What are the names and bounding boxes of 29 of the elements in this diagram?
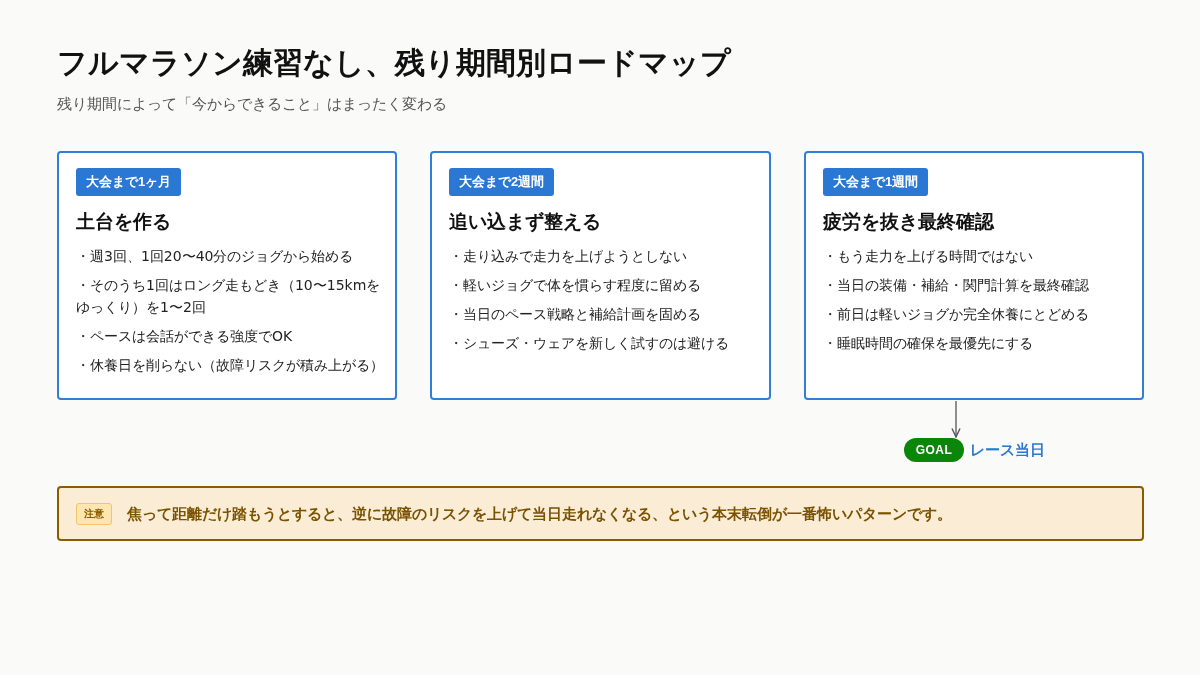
list-item: ・週3回、1回20〜40分のジョグから始める: [76, 247, 355, 266]
card-heading: 疲労を抜き最終確認: [823, 210, 996, 234]
list-item: ・軽いジョグで体を慣らす程度に留める: [449, 276, 702, 295]
note-text: 焦って距離だけ踏もうとすると、逆に故障のリスクを上げて当日走れなくなる、という本末転倒が一番怖いパターンです。: [127, 503, 952, 524]
list-item: ・もう走力を上げる時間ではない: [823, 247, 1034, 266]
list-item: ・ペースは会話ができる強度でOK: [76, 327, 294, 346]
phase-card: [57, 151, 397, 400]
phase-badge: 大会まで2週間: [449, 168, 555, 196]
list-item: ・そのうち1回はロング走もどき（10〜15kmをゆっくり）を1〜2回: [76, 276, 382, 317]
list-item: ・当日のペース戦略と補給計画を固める: [449, 305, 702, 324]
card-heading: 土台を作る: [76, 210, 172, 234]
phase-badge: 大会まで1ヶ月: [76, 168, 182, 196]
card-heading: 追い込まず整える: [449, 210, 602, 234]
goal-label: レース当日: [970, 441, 1045, 460]
phase-card: [430, 151, 771, 400]
note-tag: 注意: [76, 503, 112, 525]
list-item: ・当日の装備・補給・関門計算を最終確認: [823, 276, 1090, 295]
note-box: [57, 486, 1144, 541]
arrow: [951, 400, 961, 438]
list-item: ・休養日を削らない（故障リスクが積み上がる）: [76, 356, 385, 375]
phase-card: [804, 151, 1144, 400]
list-item: ・走り込みで走力を上げようとしない: [449, 247, 688, 266]
phase-badge: 大会まで1週間: [823, 168, 929, 196]
list-item: ・シューズ・ウェアを新しく試すのは避ける: [449, 334, 730, 353]
title: フルマラソン練習なし、残り期間別ロードマップ: [57, 45, 731, 81]
subtitle: 残り期間によって「今からできること」はまったく変わる: [57, 94, 447, 114]
goal-badge: GOAL: [904, 438, 964, 462]
list-item: ・前日は軽いジョグか完全休養にとどめる: [823, 305, 1090, 324]
list-item: ・睡眠時間の確保を最優先にする: [823, 334, 1034, 353]
